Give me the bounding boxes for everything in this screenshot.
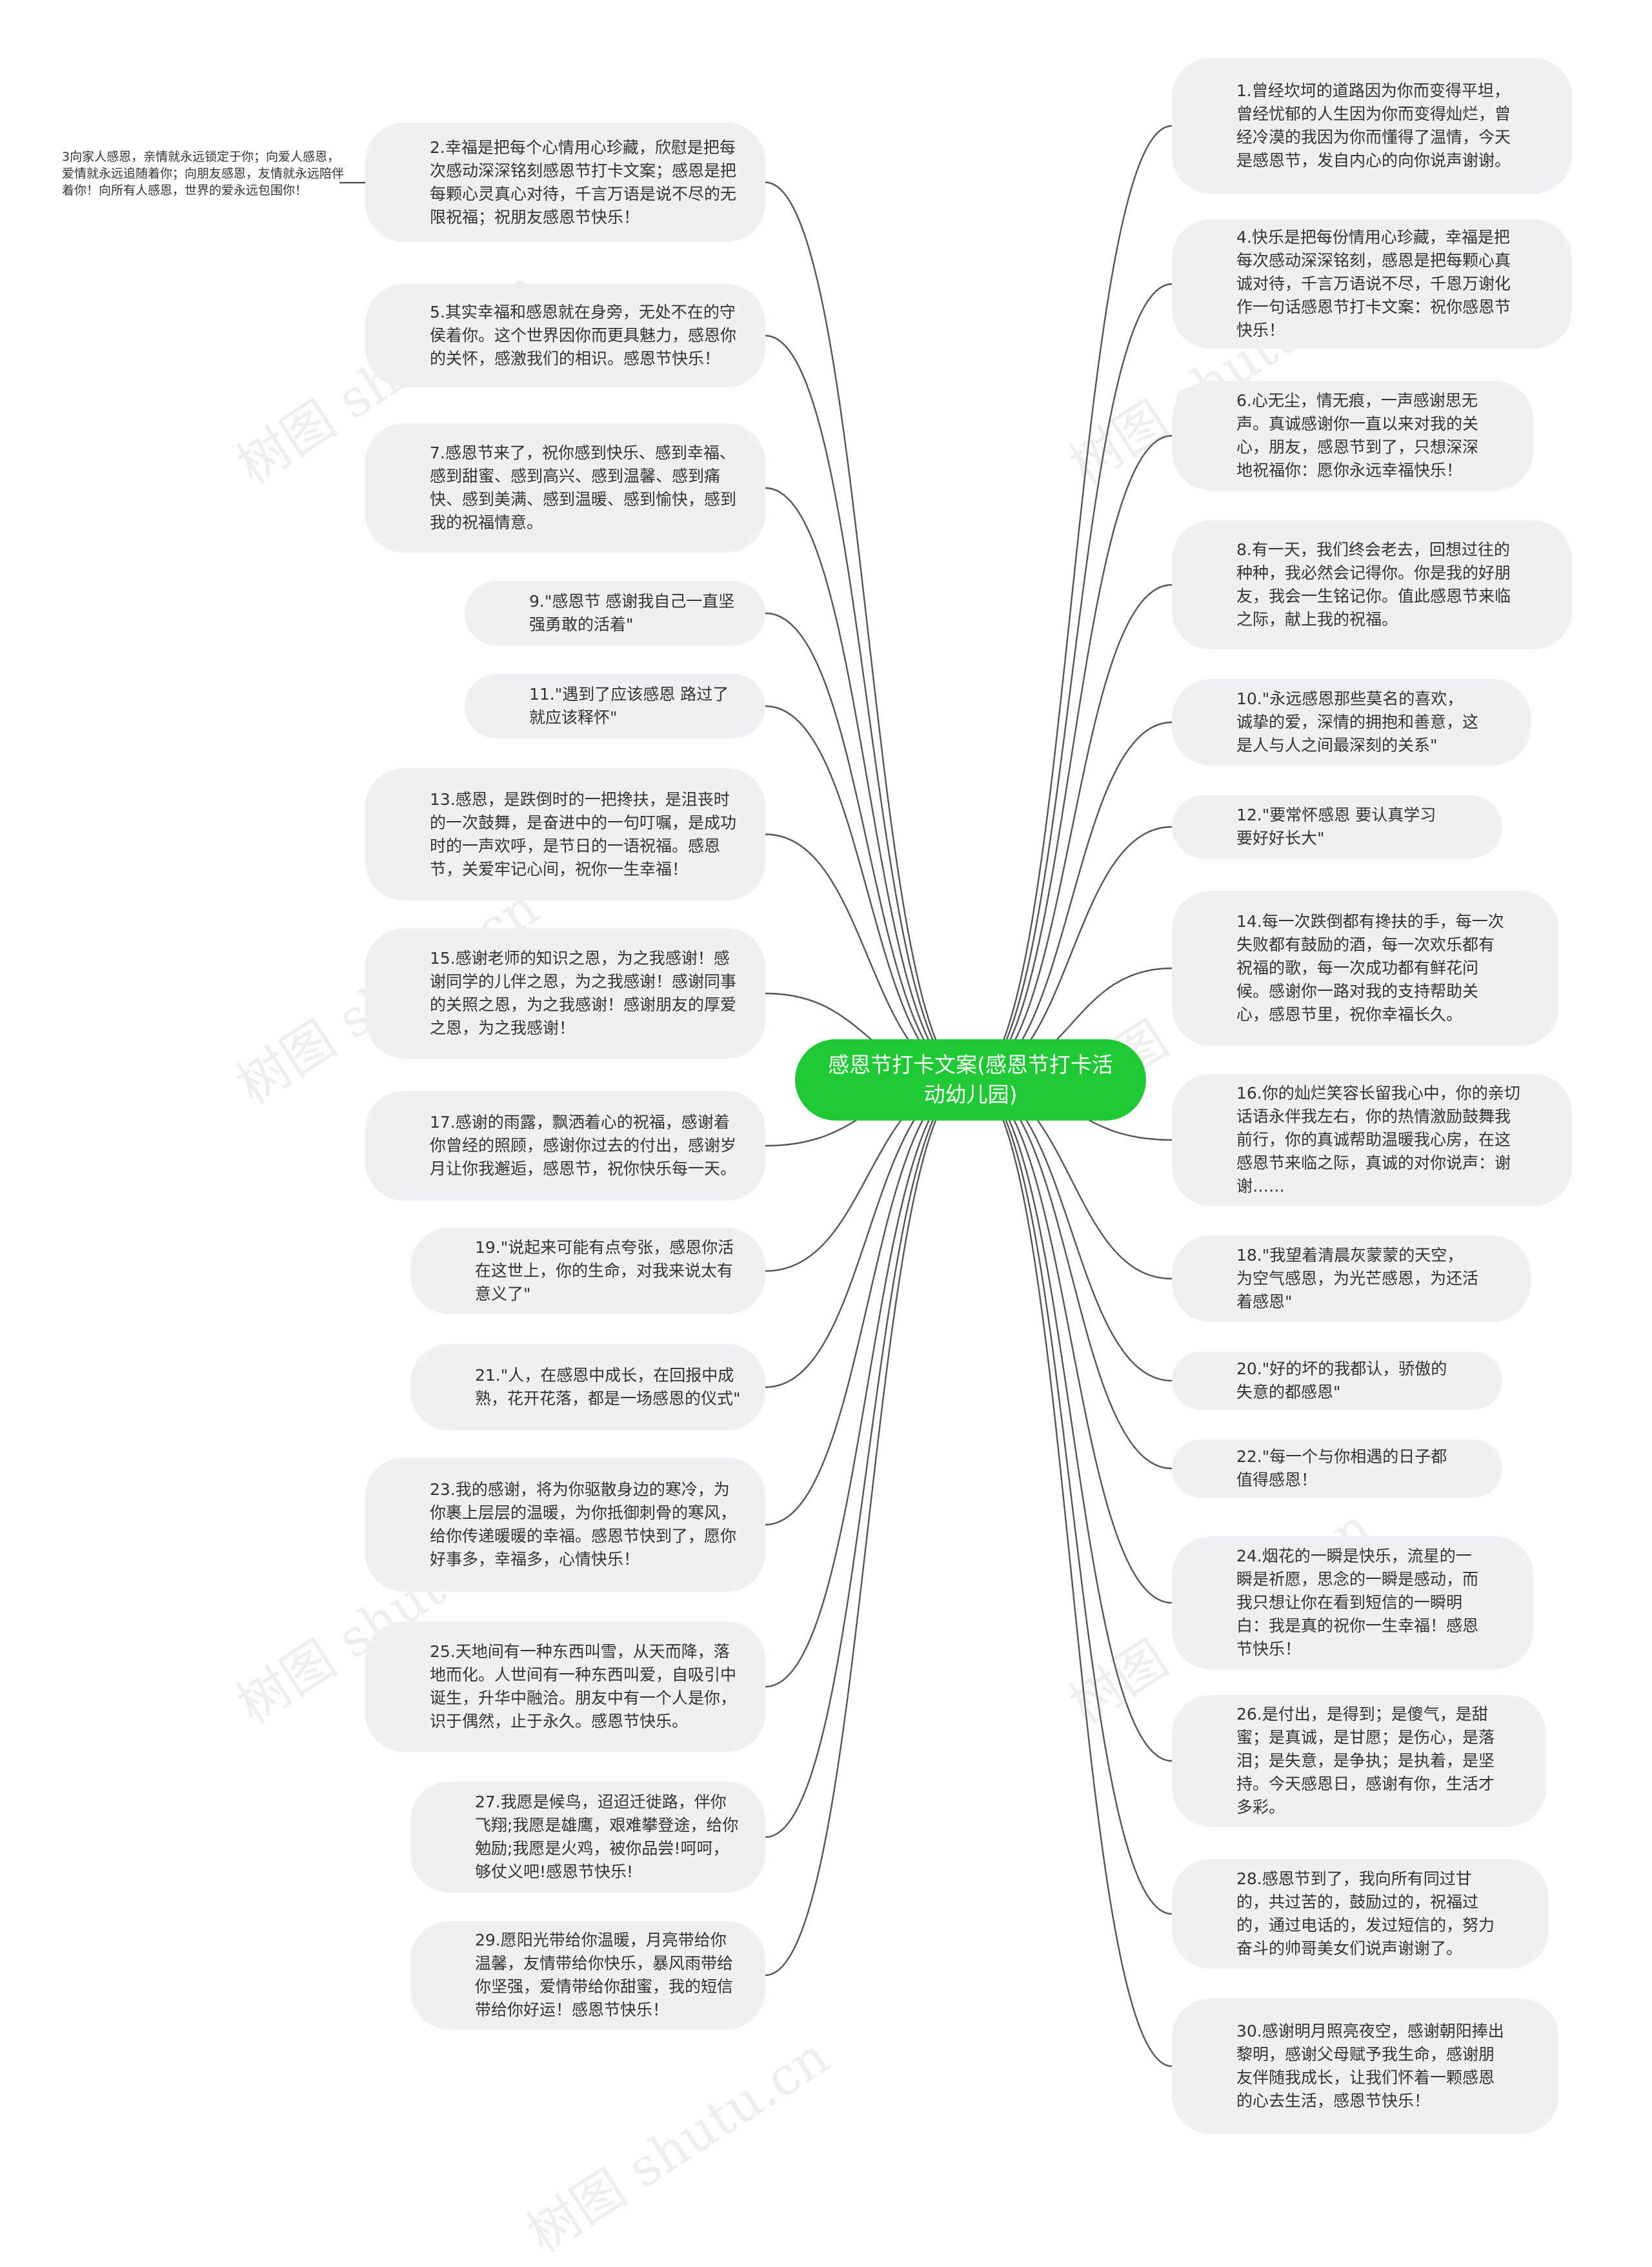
left-connector — [765, 705, 971, 1081]
left-connector — [765, 1079, 971, 1977]
left-node-1[interactable]: 2.幸福是把每个心情用心珍藏，欣慰是把每次感动深深铭刻感恩节打卡文案；感恩是把每… — [365, 123, 765, 242]
left-node-text: 17.感谢的雨露，飘洒着心的祝福，感谢着你曾经的照顾，感谢你过去的付出，感谢岁月… — [430, 1113, 737, 1178]
right-node-text: 6.心无尘，情无痕，一声感谢思无声。真诚感谢你一直以来对我的关心，朋友，感恩节到… — [1236, 391, 1479, 480]
right-node-7[interactable]: 14.每一次跌倒都有搀扶的手，每一次失败都有鼓励的酒，每一次欢乐都有祝福的歌，每… — [1172, 891, 1559, 1046]
right-node-5[interactable]: 10."永远感恩那些莫名的喜欢，诚挚的爱，深情的拥抱和善意，这是人与人之间最深刻… — [1172, 679, 1531, 766]
left-node-6[interactable]: 13.感恩，是跌倒时的一把搀扶，是沮丧时的一次鼓舞，是奋进中的一句叮嘱，是成功时… — [365, 768, 765, 900]
left-connector — [765, 612, 971, 1081]
right-connector — [970, 1079, 1173, 1382]
right-node-text: 20."好的坏的我都认，骄傲的失意的都感恩" — [1236, 1359, 1447, 1401]
right-node-text: 12."要常怀感恩 要认真学习 要好好长大" — [1236, 806, 1436, 848]
right-node-text: 28.感恩节到了，我向所有同过甘的，共过苦的，鼓励过的，祝福过的，通过电话的，发… — [1236, 1869, 1495, 1958]
left-node-3[interactable]: 7.感恩节来了，祝你感到快乐、感到幸福、感到甜蜜、感到高兴、感到温馨、感到痛快、… — [365, 423, 765, 553]
right-node-text: 18."我望着清晨灰蒙蒙的天空，为空气感恩，为光芒感恩，为还活着感恩" — [1236, 1246, 1479, 1311]
right-connector — [970, 1079, 1173, 2068]
left-node-text: 21."人，在感恩中成长，在回报中成熟，花开花落，都是一场感恩的仪式" — [475, 1366, 741, 1408]
right-node-text: 1.曾经坎坷的道路因为你而变得平坦，曾经忧郁的人生因为你而变得灿烂，曾经冷漠的我… — [1236, 81, 1511, 170]
right-node-text: 24.烟花的一瞬是快乐，流星的一瞬是祈愿，思念的一瞬是感动，而我只想让你在看到短… — [1236, 1547, 1479, 1658]
right-connector — [970, 125, 1173, 1081]
right-node-text: 30.感谢明月照亮夜空，感谢朝阳捧出黎明，感谢父母赋予我生命，感谢朋友伴随我成长… — [1236, 2022, 1504, 2110]
left-node-text: 15.感谢老师的知识之恩，为之我感谢！感谢同学的儿伴之恩，为之我感谢！感谢同事的… — [430, 949, 737, 1037]
right-connector — [970, 1079, 1173, 1604]
right-connector — [970, 1079, 1173, 1915]
right-node-text: 10."永远感恩那些莫名的喜欢，诚挚的爱，深情的拥抱和善意，这是人与人之间最深刻… — [1236, 689, 1479, 755]
left-connector — [765, 1079, 971, 1688]
left-node-12[interactable]: 25.天地间有一种东西叫雪，从天而降，落地而化。人世间有一种东西叫爱，自吸引中诞… — [365, 1621, 765, 1752]
sub-note: 3向家人感恩，亲情就永远锁定于你；向爱人感恩，爱情就永远追随着你；向朋友感恩，友… — [62, 150, 345, 198]
right-connector — [970, 721, 1173, 1081]
left-connector — [765, 334, 971, 1081]
left-node-5[interactable]: 11."遇到了应该感恩 路过了就应该释怀" — [465, 674, 765, 738]
left-connector — [765, 1079, 971, 1388]
right-node-text: 22."每一个与你相遇的日子都值得感恩！ — [1236, 1447, 1447, 1489]
left-node-text: 19."说起来可能有点夸张，感恩你活在这世上，你的生命，对我来说太有意义了" — [475, 1238, 734, 1303]
left-node-text: 9."感恩节 感谢我自己一直坚强勇敢的活着" — [529, 592, 735, 634]
right-node-10[interactable]: 20."好的坏的我都认，骄傲的失意的都感恩" — [1172, 1352, 1502, 1410]
right-node-text: 26.是付出，是得到；是傻气，是甜蜜；是真诚，是甘愿；是伤心，是落泪；是失意，是… — [1236, 1705, 1495, 1816]
left-node-text: 5.其实幸福和感恩就在身旁，无处不在的守侯着你。这个世界因你而更具魅力，感恩你的… — [430, 303, 737, 368]
left-node-text: 13.感恩，是跌倒时的一把搀扶，是沮丧时的一次鼓舞，是奋进中的一句叮嘱，是成功时… — [430, 789, 737, 879]
right-node-2[interactable]: 4.快乐是把每份情用心珍藏，幸福是把每次感动深深铭刻，感恩是把每颗心真诚对待，千… — [1172, 219, 1572, 349]
right-node-11[interactable]: 22."每一个与你相遇的日子都值得感恩！ — [1172, 1439, 1502, 1498]
left-node-text: 23.我的感谢，将为你驱散身边的寒冷，为你裹上层层的温暖，为你抵御刺骨的寒风，给… — [430, 1480, 737, 1569]
right-node-8[interactable]: 16.你的灿烂笑容长留我心中，你的亲切话语永伴我左右，你的热情激励鼓舞我前行，你… — [1172, 1074, 1572, 1206]
center-topic-label: 感恩节打卡文案(感恩节打卡活动幼儿园) — [828, 1052, 1113, 1107]
right-node-1[interactable]: 1.曾经坎坷的道路因为你而变得平坦，曾经忧郁的人生因为你而变得灿烂，曾经冷漠的我… — [1172, 58, 1572, 194]
right-node-text: 14.每一次跌倒都有搀扶的手，每一次失败都有鼓励的酒，每一次欢乐都有祝福的歌，每… — [1236, 912, 1504, 1024]
center-topic[interactable]: 感恩节打卡文案(感恩节打卡活动幼儿园) — [795, 1039, 1146, 1121]
right-node-4[interactable]: 8.有一天，我们终会老去，回想过往的种种，我必然会记得你。你是我的好朋友，我会一… — [1172, 520, 1572, 649]
left-node-2[interactable]: 5.其实幸福和感恩就在身旁，无处不在的守侯着你。这个世界因你而更具魅力，感恩你的… — [365, 284, 765, 387]
right-node-text: 16.你的灿烂笑容长留我心中，你的亲切话语永伴我左右，你的热情激励鼓舞我前行，你… — [1236, 1084, 1520, 1195]
left-node-14[interactable]: 29.愿阳光带给你温暖，月亮带给你温馨，友情带给你快乐，暴风雨带给你坚强，爱情带… — [410, 1921, 765, 2029]
left-node-text: 25.天地间有一种东西叫雪，从天而降，落地而化。人世间有一种东西叫爱，自吸引中诞… — [430, 1642, 737, 1731]
right-node-9[interactable]: 18."我望着清晨灰蒙蒙的天空，为空气感恩，为光芒感恩，为还活着感恩" — [1172, 1235, 1531, 1322]
left-connector — [765, 1079, 971, 1838]
right-node-text: 4.快乐是把每份情用心珍藏，幸福是把每次感动深深铭刻，感恩是把每颗心真诚对待，千… — [1236, 228, 1511, 340]
right-node-13[interactable]: 26.是付出，是得到；是傻气，是甜蜜；是真诚，是甘愿；是伤心，是落泪；是失意，是… — [1172, 1695, 1546, 1827]
left-node-7[interactable]: 15.感谢老师的知识之恩，为之我感谢！感谢同学的儿伴之恩，为之我感谢！感谢同事的… — [365, 928, 765, 1059]
right-node-6[interactable]: 12."要常怀感恩 要认真学习 要好好长大" — [1172, 795, 1502, 859]
left-node-10[interactable]: 21."人，在感恩中成长，在回报中成熟，花开花落，都是一场感恩的仪式" — [410, 1344, 765, 1430]
left-node-text: 11."遇到了应该感恩 路过了就应该释怀" — [529, 685, 729, 727]
left-node-4[interactable]: 9."感恩节 感谢我自己一直坚强勇敢的活着" — [465, 581, 765, 646]
right-connector — [970, 584, 1173, 1081]
left-node-text: 29.愿阳光带给你温暖，月亮带给你温馨，友情带给你快乐，暴风雨带给你坚强，爱情带… — [475, 1931, 734, 2019]
left-connector — [765, 181, 971, 1081]
left-node-text: 7.感恩节来了，祝你感到快乐、感到幸福、感到甜蜜、感到高兴、感到温馨、感到痛快、… — [430, 443, 737, 532]
left-node-8[interactable]: 17.感谢的雨露，飘洒着心的祝福，感谢着你曾经的照顾，感谢你过去的付出，感谢岁月… — [365, 1091, 765, 1201]
right-node-12[interactable]: 24.烟花的一瞬是快乐，流星的一瞬是祈愿，思念的一瞬是感动，而我只想让你在看到短… — [1172, 1536, 1533, 1669]
left-node-text: 27.我愿是候鸟，迢迢迁徙路，伴你飞翔;我愿是雄鹰，艰难攀登途，给你勉励;我愿是… — [475, 1793, 739, 1881]
right-connector — [970, 283, 1173, 1081]
left-node-11[interactable]: 23.我的感谢，将为你驱散身边的寒冷，为你裹上层层的温暖，为你抵御刺骨的寒风，给… — [365, 1458, 765, 1592]
right-node-text: 8.有一天，我们终会老去，回想过往的种种，我必然会记得你。你是我的好朋友，我会一… — [1236, 540, 1511, 629]
right-node-15[interactable]: 30.感谢明月照亮夜空，感谢朝阳捧出黎明，感谢父母赋予我生命，感谢朋友伴随我成长… — [1172, 1998, 1559, 2134]
left-node-text: 2.幸福是把每个心情用心珍藏，欣慰是把每次感动深深铭刻感恩节打卡文案；感恩是把每… — [430, 137, 737, 227]
right-node-14[interactable]: 28.感恩节到了，我向所有同过甘的，共过苦的，鼓励过的，祝福过的，通过电话的，发… — [1172, 1859, 1549, 1969]
left-node-9[interactable]: 19."说起来可能有点夸张，感恩你活在这世上，你的生命，对我来说太有意义了" — [410, 1228, 765, 1314]
right-connector — [970, 1079, 1173, 1762]
left-connector — [765, 487, 971, 1081]
left-node-13[interactable]: 27.我愿是候鸟，迢迢迁徙路，伴你飞翔;我愿是雄鹰，艰难攀登途，给你勉励;我愿是… — [410, 1782, 765, 1893]
right-node-3[interactable]: 6.心无尘，情无痕，一声感谢思无声。真诚感谢你一直以来对我的关心，朋友，感恩节到… — [1172, 381, 1533, 491]
right-connector — [970, 434, 1173, 1081]
